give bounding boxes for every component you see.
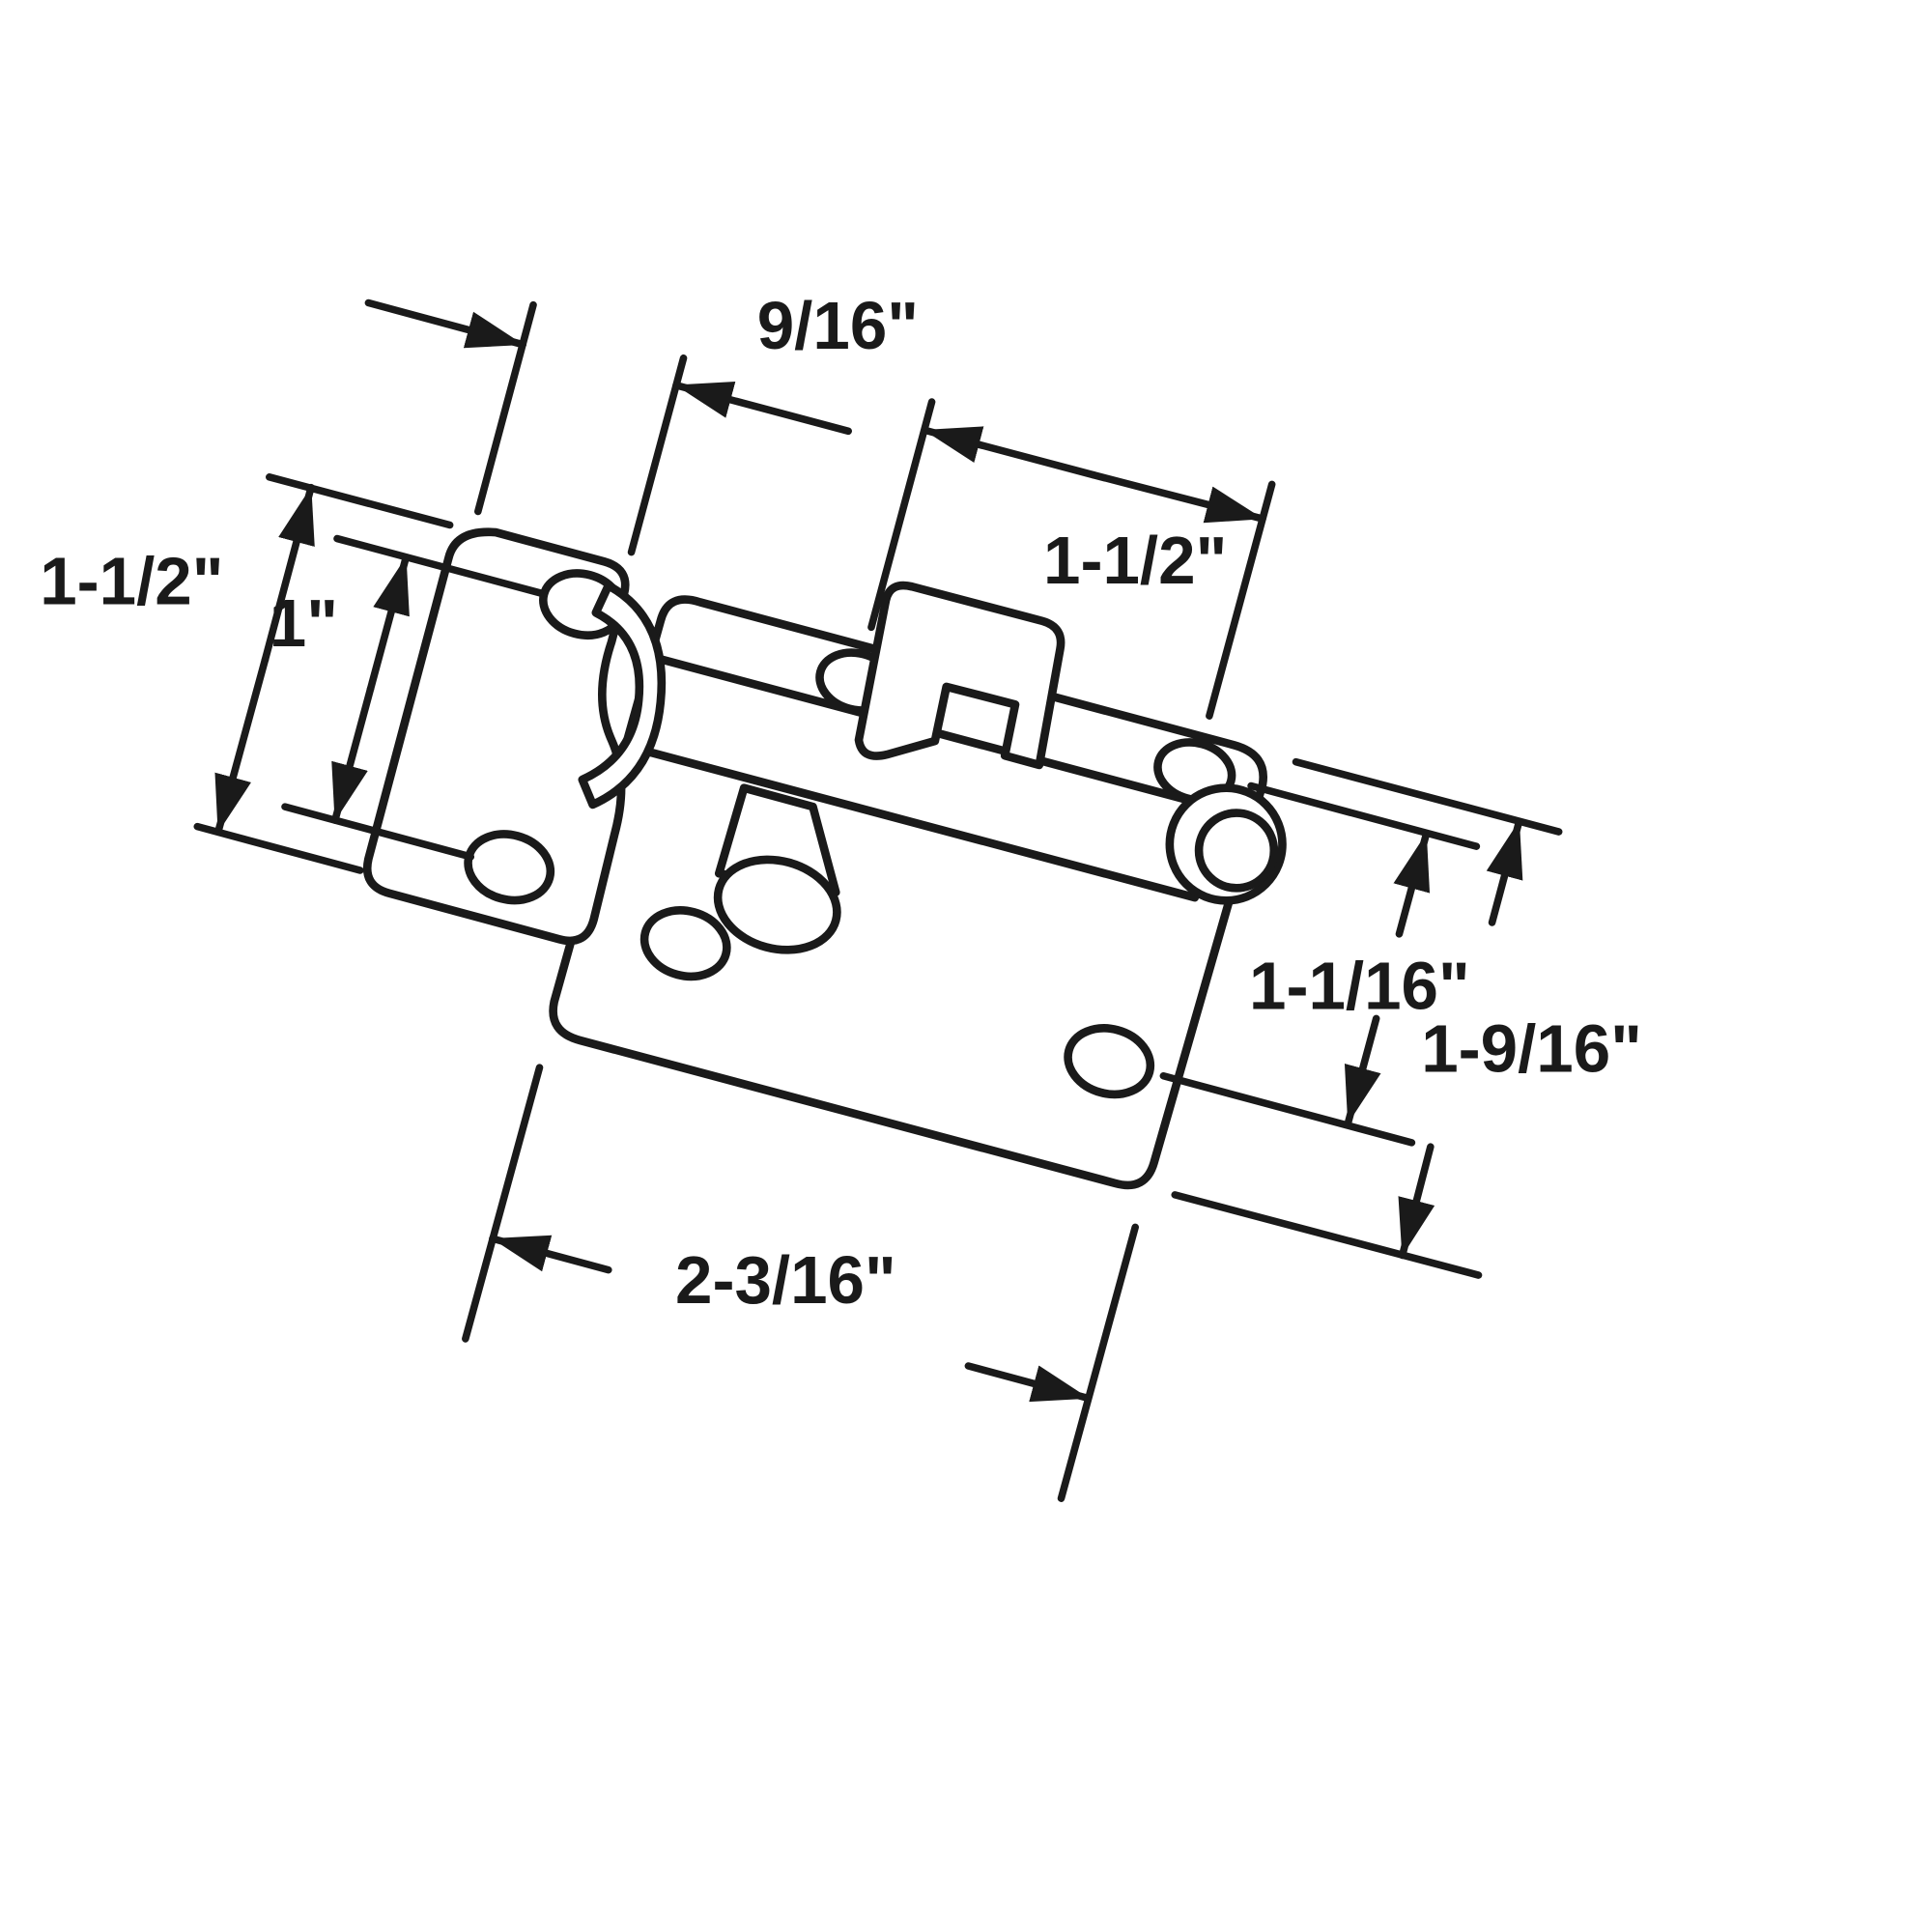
screw-hole	[1064, 1024, 1155, 1099]
extension-line	[333, 534, 548, 598]
dim-label-keeper-width: 9/16"	[757, 288, 919, 363]
dimension-arrow	[331, 685, 375, 824]
bolt-barrel	[631, 653, 1214, 900]
extension-line	[193, 822, 364, 874]
bolt-guide-bracket	[854, 581, 1065, 770]
dim-label-base-width: 2-3/16"	[675, 1242, 896, 1318]
dimension-arrow	[1486, 817, 1523, 926]
screw-hole	[639, 906, 731, 981]
dimension-arrow	[489, 1235, 612, 1274]
dim-label-base-height: 1-9/16"	[1421, 1010, 1642, 1086]
extension-line	[1247, 781, 1481, 850]
dim-label-keeper-hole-spacing: 1"	[270, 585, 338, 661]
extension-line	[1171, 1191, 1483, 1279]
dim-label-hole-vertical-spacing: 1-1/16"	[1249, 949, 1470, 1024]
dimension-arrow	[1344, 1014, 1381, 1127]
dimension-arrow	[214, 656, 270, 836]
extension-line	[627, 354, 688, 556]
extension-line	[462, 1064, 544, 1343]
bolt-knob-tip	[713, 855, 841, 954]
dimension-arrow	[1398, 1143, 1435, 1260]
dimension-arrow	[366, 554, 411, 693]
extension-line	[266, 473, 454, 529]
bolt-head-cap	[1194, 809, 1279, 893]
extension-line	[867, 398, 936, 632]
dimension-arrow	[364, 298, 527, 349]
dimension-arrow	[921, 426, 1097, 479]
extension-line	[1292, 757, 1563, 836]
extension-line	[281, 803, 475, 861]
keeper-plate	[363, 527, 630, 946]
extension-line	[1057, 1223, 1139, 1502]
extension-line	[1159, 1071, 1416, 1147]
dimension-arrow	[672, 382, 852, 436]
dimension-arrow	[261, 483, 315, 664]
dim-label-keeper-height: 1-1/2"	[40, 544, 223, 619]
dimension-arrow	[1090, 470, 1266, 524]
extension-line	[474, 300, 537, 516]
dim-label-base-hole-spacing: 1-1/2"	[1043, 523, 1227, 598]
keeper-loop	[578, 581, 667, 810]
bolt-barrel-bottom-edge	[627, 743, 1200, 902]
extension-line	[1206, 480, 1276, 720]
dimension-arrow	[1393, 830, 1431, 938]
dimension-arrow	[964, 1362, 1093, 1403]
